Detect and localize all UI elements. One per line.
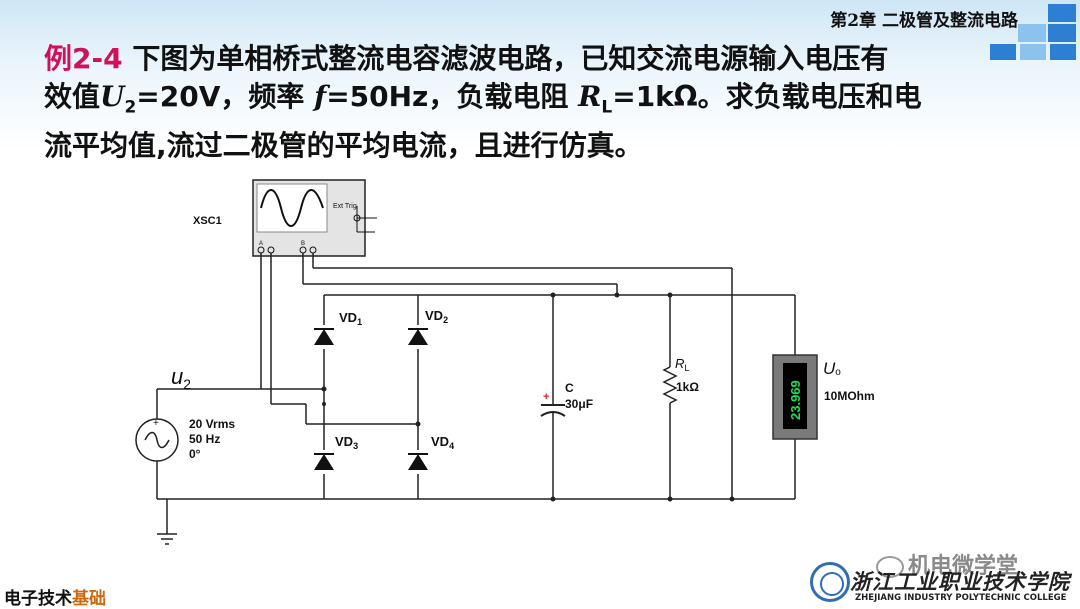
course-title: 电子技术基础 — [4, 584, 106, 609]
school-logo — [810, 562, 850, 602]
ground-icon — [157, 533, 177, 545]
vd3-diode-icon — [314, 454, 334, 470]
rl-symbol: R — [578, 80, 602, 113]
resistor-value: 1kΩ — [676, 380, 699, 394]
vd3-label: VD3 — [335, 434, 358, 451]
header-band — [0, 0, 1080, 150]
oscilloscope — [252, 179, 377, 257]
u2-symbol: U — [100, 80, 125, 113]
meter-label: Uo — [823, 359, 841, 378]
wires — [156, 253, 796, 534]
sine-wave-icon — [260, 189, 324, 227]
ac-source: + — [135, 418, 179, 462]
rl-subscript: L — [601, 97, 613, 118]
vd4-label: VD4 — [431, 434, 454, 451]
deco-square-1 — [1048, 4, 1076, 22]
deco-square-3 — [1048, 24, 1076, 42]
wechat-icon — [876, 556, 904, 578]
capacitor-label: C — [565, 381, 574, 395]
source-symbol: u2 — [171, 364, 191, 392]
deco-square-2 — [1018, 24, 1046, 42]
voltmeter — [772, 354, 818, 440]
watermark: 机电微学堂 — [876, 548, 1018, 580]
u2-value: =20V，频率 — [136, 80, 305, 113]
problem-statement: 例2-4 下图为单相桥式整流电容滤波电路，已知交流电源输入电压有 效值U2=20… — [44, 40, 1004, 165]
scope-label: XSC1 — [193, 215, 222, 227]
problem-text-2a: 效值 — [44, 80, 101, 113]
course-title-right: 基础 — [72, 589, 106, 609]
ac-source-icon — [144, 431, 170, 449]
problem-line-1: 例2-4 下图为单相桥式整流电容滤波电路，已知交流电源输入电压有 — [44, 40, 1004, 78]
problem-text-1: 下图为单相桥式整流电容滤波电路，已知交流电源输入电压有 — [132, 42, 889, 75]
capacitor: + — [540, 391, 566, 417]
vd4-diode-icon — [408, 454, 428, 470]
f-value: =50Hz，负载电阻 — [326, 80, 569, 113]
deco-square-5 — [1020, 44, 1046, 60]
rl-value: =1kΩ。求负载电压和电 — [612, 80, 922, 113]
u2-subscript: 2 — [124, 97, 137, 118]
channel-a-label: A — [259, 241, 263, 247]
school-name-en: ZHEJIANG INDUSTRY POLYTECHNIC COLLEGE — [855, 593, 1067, 603]
problem-line-3: 流平均值,流过二极管的平均电流，且进行仿真。 — [44, 128, 643, 162]
problem-line-2: 效值U2=20V，频率 f=50Hz，负载电阻 RL=1kΩ。求负载电压和电 — [44, 78, 1004, 127]
f-symbol: f — [314, 80, 327, 113]
source-phase: 0° — [189, 447, 201, 461]
meter-reading: 23.969 — [788, 380, 803, 420]
example-label: 例2-4 — [44, 42, 123, 75]
junctions — [321, 292, 735, 502]
meter-resistance: 10MOhm — [824, 389, 875, 403]
capacitor-value: 30μF — [565, 397, 593, 411]
resistor-label: RL — [675, 356, 689, 373]
course-title-left: 电子技术 — [4, 589, 72, 609]
vd1-diode-icon — [314, 329, 334, 345]
deco-square-4 — [990, 44, 1016, 60]
source-voltage: 20 Vrms — [189, 417, 235, 431]
svg-text:+: + — [153, 418, 159, 429]
vd2-label: VD2 — [425, 308, 448, 325]
circuit-diagram: XSC1 Ext Trig A B — [95, 162, 907, 554]
ext-trig-label: Ext Trig — [333, 203, 357, 210]
chapter-title: 第2章 二极管及整流电路 — [830, 11, 1018, 31]
vd1-label: VD1 — [339, 310, 362, 327]
diodes — [314, 328, 428, 470]
source-frequency: 50 Hz — [189, 432, 220, 446]
channel-b-label: B — [301, 241, 305, 247]
svg-text:+: + — [543, 391, 549, 403]
school-name-cn: 浙江工业职业技术学院 — [850, 569, 1070, 594]
vd2-diode-icon — [408, 329, 428, 345]
resistor-icon — [662, 366, 678, 404]
deco-square-6 — [1050, 44, 1076, 60]
watermark-text: 机电微学堂 — [908, 554, 1019, 579]
